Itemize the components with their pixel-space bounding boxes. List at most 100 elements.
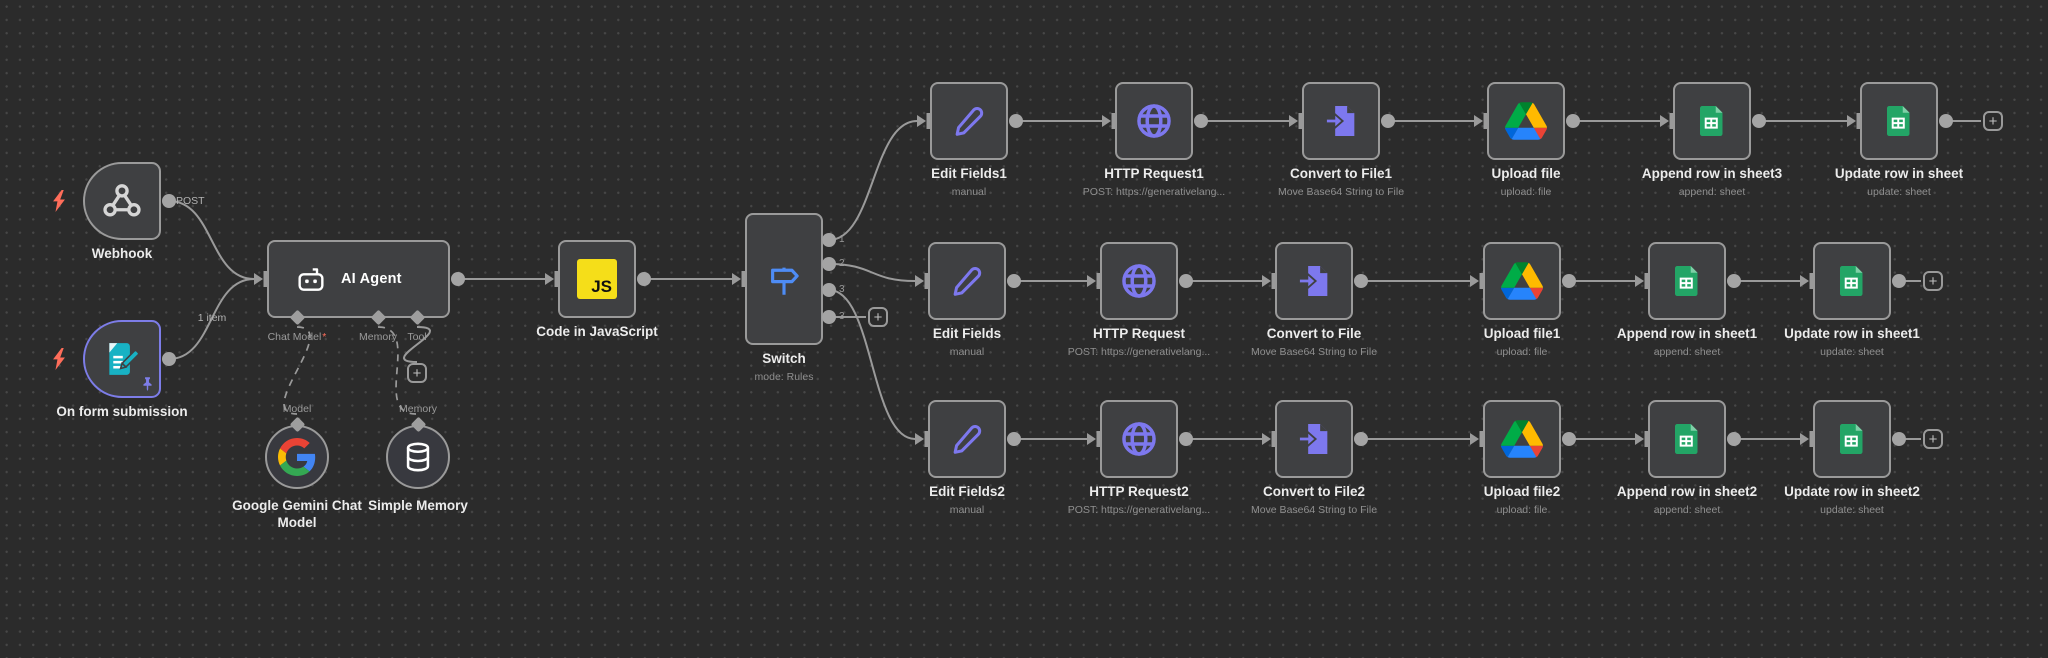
plus-icon: + <box>1988 112 1998 130</box>
node-subtitle: upload: file <box>1500 185 1552 198</box>
output-port[interactable] <box>1562 274 1576 288</box>
connection-wire[interactable] <box>828 120 918 241</box>
node-title: Upload file <box>1491 166 1561 181</box>
connection-wire[interactable] <box>828 289 916 440</box>
upload-file2-node[interactable] <box>1483 400 1561 478</box>
output-port[interactable] <box>822 283 836 297</box>
port-label: Memory <box>308 331 448 343</box>
edit-fields2-node[interactable] <box>928 400 1006 478</box>
convert-to-file2-node[interactable] <box>1275 400 1353 478</box>
node-subtitle: append: sheet <box>1653 503 1721 516</box>
connection-wire[interactable] <box>168 200 255 280</box>
switch-node[interactable] <box>745 213 823 345</box>
node-subtitle: POST: https://generativelang... <box>1067 503 1211 516</box>
output-port[interactable] <box>1752 114 1766 128</box>
edit-fields1-node[interactable] <box>930 82 1008 160</box>
node-title: Webhook <box>91 246 153 261</box>
output-port[interactable] <box>1179 432 1193 446</box>
add-node-button[interactable]: + <box>1983 111 2003 131</box>
upload-file-node[interactable] <box>1487 82 1565 160</box>
port-label-text: Memory <box>359 331 397 343</box>
input-port-bar <box>924 273 928 289</box>
input-arrow-icon <box>1800 433 1809 445</box>
input-arrow-icon <box>545 273 554 285</box>
output-port[interactable] <box>1179 274 1193 288</box>
output-port[interactable] <box>1007 432 1021 446</box>
output-port[interactable] <box>1892 432 1906 446</box>
convert-to-file1-node[interactable] <box>1302 82 1380 160</box>
edit-fields-node[interactable] <box>928 242 1006 320</box>
output-port[interactable] <box>1354 274 1368 288</box>
drive-icon <box>1501 262 1543 300</box>
output-port[interactable] <box>1194 114 1208 128</box>
append-row-sheet1-node[interactable] <box>1648 242 1726 320</box>
input-port-bar <box>263 271 267 287</box>
node-title: Convert to File1 <box>1289 166 1392 181</box>
output-port[interactable] <box>1354 432 1368 446</box>
output-port[interactable] <box>1892 274 1906 288</box>
port-label: Model <box>227 403 367 415</box>
connection-wire[interactable] <box>168 278 255 360</box>
update-row-sheet-node[interactable] <box>1860 82 1938 160</box>
input-arrow-icon <box>1847 115 1856 127</box>
code-node[interactable]: JS <box>558 240 636 318</box>
output-port[interactable] <box>1939 114 1953 128</box>
input-port-bar <box>741 271 745 287</box>
input-arrow-icon <box>1289 115 1298 127</box>
wire-label: 1 item <box>197 312 227 324</box>
input-arrow-icon <box>732 273 741 285</box>
input-port-bar <box>1809 431 1813 447</box>
wire-label: POST <box>176 195 205 207</box>
simple-memory-node[interactable] <box>386 425 450 489</box>
upload-file1-node[interactable] <box>1483 242 1561 320</box>
http-request2-node[interactable] <box>1100 400 1178 478</box>
add-node-button[interactable]: + <box>1923 271 1943 291</box>
input-port-bar <box>1809 273 1813 289</box>
update-row-sheet1-node[interactable] <box>1813 242 1891 320</box>
add-node-button[interactable]: + <box>868 307 888 327</box>
webhook-trigger-node[interactable] <box>83 162 161 240</box>
output-port[interactable] <box>451 272 465 286</box>
input-port-bar <box>1479 273 1483 289</box>
output-port[interactable] <box>162 352 176 366</box>
add-node-button[interactable]: + <box>1923 429 1943 449</box>
plus-icon: + <box>1928 430 1938 448</box>
port-label-text: Chat Model <box>267 331 322 343</box>
connection-wire[interactable] <box>377 326 417 415</box>
input-arrow-icon <box>1470 433 1479 445</box>
pinned-data-icon[interactable] <box>141 377 154 397</box>
input-arrow-icon <box>1087 433 1096 445</box>
connection-wire[interactable] <box>828 263 916 282</box>
output-port[interactable] <box>1381 114 1395 128</box>
output-port[interactable] <box>1007 274 1021 288</box>
append-row-sheet2-node[interactable] <box>1648 400 1726 478</box>
output-port[interactable] <box>162 194 176 208</box>
update-row-sheet2-node[interactable] <box>1813 400 1891 478</box>
output-port[interactable] <box>1727 432 1741 446</box>
input-port-bar <box>1096 431 1100 447</box>
ai-agent-node[interactable]: AI Agent <box>267 240 450 318</box>
http-request1-node[interactable] <box>1115 82 1193 160</box>
output-port[interactable] <box>822 310 836 324</box>
connection-wire[interactable] <box>283 326 311 415</box>
output-port[interactable] <box>637 272 651 286</box>
output-port[interactable] <box>822 233 836 247</box>
gemini-chat-model-node[interactable] <box>265 425 329 489</box>
http-request-node[interactable] <box>1100 242 1178 320</box>
output-port[interactable] <box>1566 114 1580 128</box>
input-arrow-icon <box>1102 115 1111 127</box>
connection-wire[interactable] <box>403 326 431 363</box>
input-port-bar <box>1479 431 1483 447</box>
output-port[interactable] <box>1562 432 1576 446</box>
convert-to-file-node[interactable] <box>1275 242 1353 320</box>
output-port[interactable] <box>822 257 836 271</box>
drive-icon <box>1505 102 1547 140</box>
append-row-sheet3-node[interactable] <box>1673 82 1751 160</box>
input-arrow-icon <box>254 273 263 285</box>
output-port[interactable] <box>1727 274 1741 288</box>
output-port[interactable] <box>1009 114 1023 128</box>
add-node-button[interactable]: + <box>407 363 427 383</box>
